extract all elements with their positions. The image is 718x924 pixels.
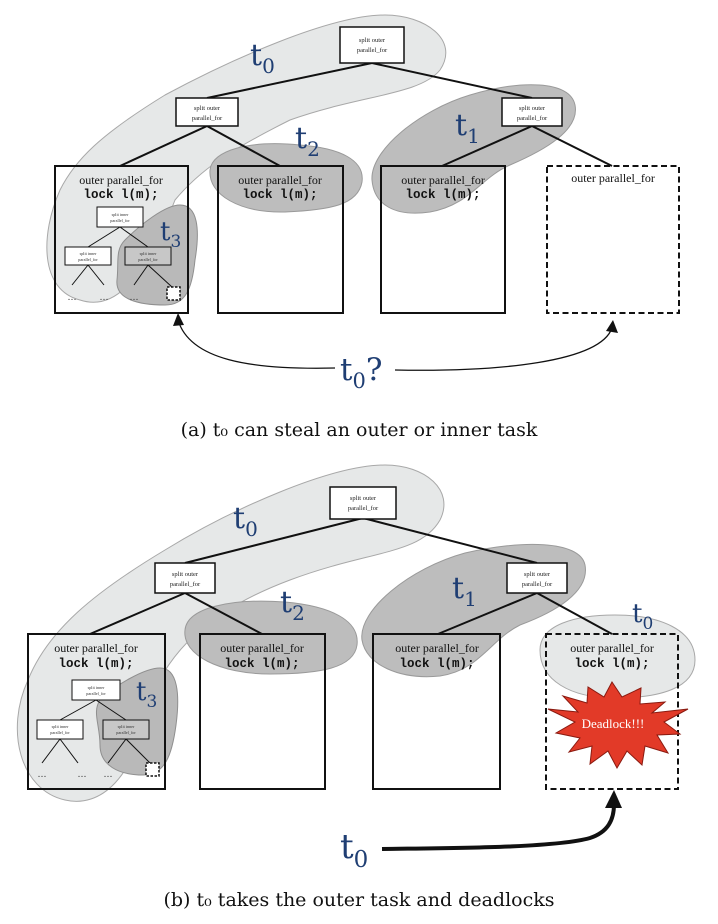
box-title: outer parallel_for [54,641,138,655]
stealable-inner-task [166,286,181,301]
inner-split-label-line2: parallel_for [86,691,106,696]
inner-root-split-node: split inner parallel_for [71,679,121,701]
ellipsis: … [78,770,87,780]
inner-split-label-line1: split inner [80,251,97,256]
thread-t2-region [184,600,358,675]
steal-arrow [381,803,616,851]
right-split-label-line1: split outer [519,105,546,112]
inner-tree-edges [41,699,151,764]
outer-task-box-4-stealable: outer parallel_for [546,165,680,314]
panel-b: split outer parallel_for split outer par… [16,464,696,911]
inner-split-label-line2: parallel_for [116,730,136,735]
left-split-node: split outer parallel_for [154,562,216,594]
outer-task-box-3: outer parallel_for lock l(m); [372,633,501,790]
thread-label-t1: t1 [452,571,477,611]
left-split-label-line2: parallel_for [170,581,201,588]
right-split-node: split outer parallel_for [506,562,568,594]
box-code: lock l(m); [242,188,317,202]
thread-label-t3: t3 [136,677,157,712]
ellipsis: … [100,293,109,303]
ellipsis: … [38,770,47,780]
box-title: outer parallel_for [220,641,304,655]
inner-left-split-node: split inner parallel_for [36,719,84,740]
inner-split-label-line1: split inner [118,724,135,729]
left-split-label-line1: split outer [194,105,221,112]
inner-split-label-line2: parallel_for [78,257,98,262]
outer-tree-edges [89,517,613,635]
panel-a: split outer parallel_for split outer par… [46,14,680,441]
stealable-inner-task [145,762,160,777]
root-split-label-line2: parallel_for [357,47,388,54]
arrowhead [605,790,622,808]
inner-right-split-node: split inner parallel_for [102,719,150,740]
steal-choice-arrow [394,327,613,371]
inner-split-label-line1: split inner [88,685,105,690]
outer-tree-edges [119,62,613,167]
steal-choice-arrow [177,319,336,369]
box-code: lock l(m); [83,188,158,202]
caption-a: (a) t₀ can steal an outer or inner task [181,419,538,441]
inner-split-label-line2: parallel_for [50,730,70,735]
deadlock-label: Deadlock!!! [582,716,645,731]
thread-label-t0: t0 [233,501,258,541]
outer-task-box-2: outer parallel_for lock l(m); [199,633,326,790]
left-split-label-line1: split outer [172,571,199,578]
deadlock-burst: Deadlock!!! [547,681,689,770]
box-title: outer parallel_for [395,641,479,655]
box-title: outer parallel_for [570,641,654,655]
root-split-label-line2: parallel_for [348,505,379,512]
thread-t2-region [209,143,363,213]
inner-split-label-line1: split inner [52,724,69,729]
inner-tree-edges [71,226,173,288]
ellipsis: … [68,293,77,303]
root-split-node: split outer parallel_for [339,26,405,64]
right-split-label-line2: parallel_for [522,581,553,588]
thread-question-label: t0? [340,352,382,393]
outer-task-box-1: outer parallel_for lock l(m); split inne… [27,633,166,790]
box-title: outer parallel_for [401,173,485,187]
box-code: lock l(m); [405,188,480,202]
right-split-label-line1: split outer [524,571,551,578]
thread-actor-label: t0 [340,827,368,873]
root-split-label-line1: split outer [350,495,377,502]
box-title: outer parallel_for [79,173,163,187]
arrowhead [173,313,184,326]
outer-task-box-3: outer parallel_for lock l(m); [380,165,506,314]
inner-right-split-node: split inner parallel_for [124,246,172,266]
inner-split-label-line2: parallel_for [138,257,158,262]
right-split-label-line2: parallel_for [517,115,548,122]
thread-label-t0: t0 [250,38,275,78]
root-split-label-line1: split outer [359,37,386,44]
thread-label-t1: t1 [455,108,480,148]
inner-split-label-line2: parallel_for [110,218,130,223]
ellipsis: … [104,770,113,780]
thread-label-t2: t2 [280,585,305,625]
thread-label-t0-stealer: t0 [632,599,653,634]
box-code: lock l(m); [58,657,133,671]
outer-task-box-1: outer parallel_for lock l(m); split inne… [54,165,189,314]
inner-split-label-line1: split inner [112,212,129,217]
inner-left-split-node: split inner parallel_for [64,246,112,266]
left-split-label-line2: parallel_for [192,115,223,122]
inner-split-label-line1: split inner [140,251,157,256]
thread-label-t3: t3 [160,217,181,252]
caption-b: (b) t₀ takes the outer task and deadlock… [163,889,554,911]
inner-root-split-node: split inner parallel_for [96,206,144,228]
box-title: outer parallel_for [238,173,322,187]
box-code: lock l(m); [399,657,474,671]
right-split-node: split outer parallel_for [501,97,563,127]
box-code: lock l(m); [224,657,299,671]
thread-label-t2: t2 [295,121,320,161]
root-split-node: split outer parallel_for [329,486,397,520]
box-code: lock l(m); [574,657,649,671]
box-title: outer parallel_for [571,171,655,185]
left-split-node: split outer parallel_for [175,97,239,127]
arrowhead [606,320,618,333]
outer-task-box-2: outer parallel_for lock l(m); [217,165,344,314]
ellipsis: … [130,293,139,303]
